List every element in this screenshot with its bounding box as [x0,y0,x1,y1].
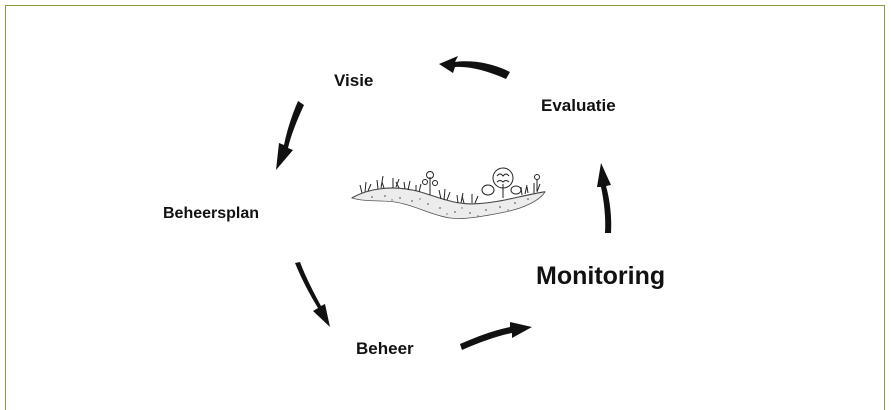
arrow-evaluatie-to-visie-icon [439,56,510,79]
arrow-visie-to-beheersplan-icon [276,101,304,170]
arrow-monitoring-to-evaluatie-icon [597,163,611,233]
arrow-beheersplan-to-beheer-icon [295,262,330,327]
arrow-beheer-to-monitoring-icon [460,322,532,350]
landscape-illustration [352,168,545,219]
